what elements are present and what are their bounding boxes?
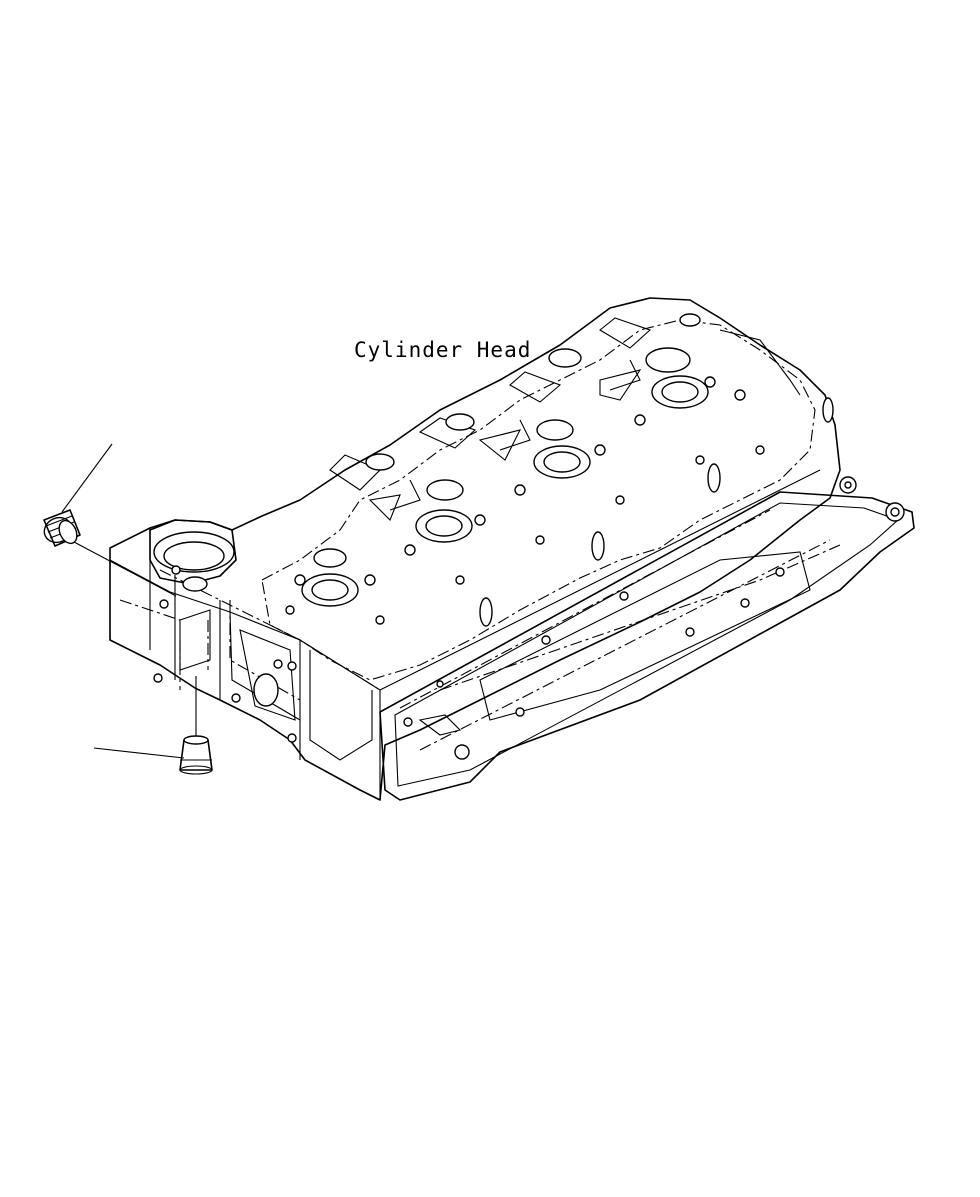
valve-ports [285, 313, 801, 625]
plug-part [43, 443, 177, 597]
flange-plate [379, 476, 915, 801]
part-label: Cylinder Head [354, 338, 532, 362]
head-block [109, 297, 841, 801]
cap-part [93, 676, 213, 775]
end-boss [149, 397, 834, 743]
